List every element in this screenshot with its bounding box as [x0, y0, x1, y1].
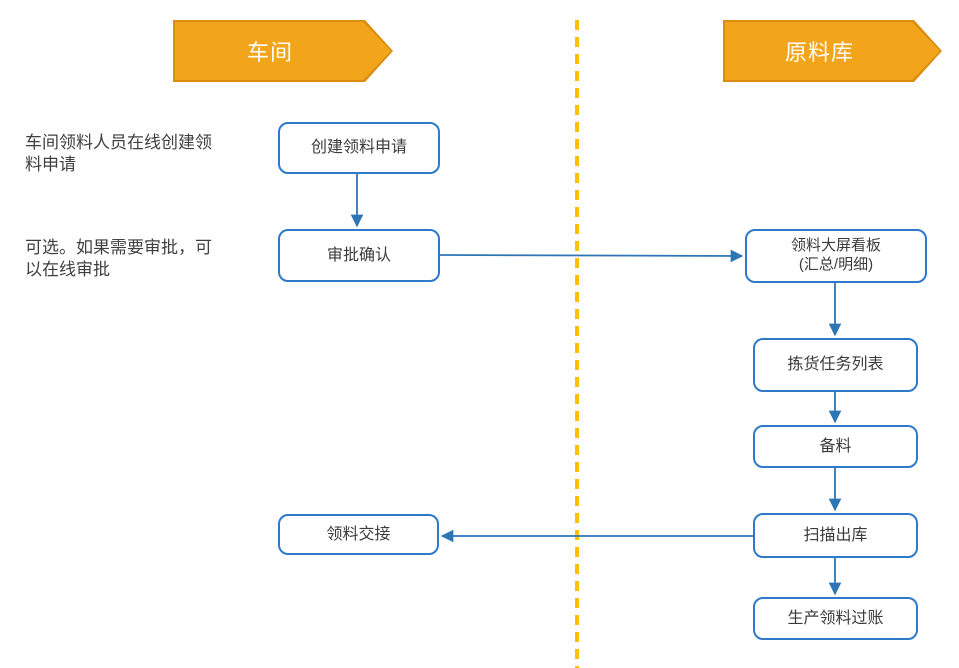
- lane-banner-raw-material-warehouse-label: 原料库: [784, 40, 854, 65]
- node-material-handover-label: 领料交接: [326, 525, 391, 543]
- node-production-posting: 生产领料过账: [753, 597, 918, 640]
- lane-banner-raw-material-warehouse: 原料库: [723, 20, 942, 82]
- node-dashboard: 领料大屏看板 (汇总/明细): [745, 229, 927, 283]
- node-scan-outbound-label: 扫描出库: [803, 526, 868, 544]
- lane-banner-workshop-label: 车间: [246, 40, 293, 65]
- node-create-request-label: 创建领料申请: [310, 139, 407, 156]
- annotation-create-request-line2: 料申请: [25, 155, 76, 174]
- node-material-prepare-label: 备料: [819, 437, 852, 455]
- node-dashboard-line1: 领料大屏看板: [790, 237, 881, 255]
- annotation-create-request-line1: 车间领料人员在线创建领: [25, 133, 212, 152]
- annotation-approval-optional-line2: 以在线审批: [25, 260, 110, 279]
- node-picking-task-list: 拣货任务列表: [753, 338, 918, 392]
- annotation-create-request: 车间领料人员在线创建领 料申请: [25, 132, 240, 176]
- annotation-approval-optional: 可选。如果需要审批，可 以在线审批: [25, 237, 240, 281]
- node-approval-confirm-label: 审批确认: [326, 246, 391, 264]
- arrow-approve-to-dashboard: [439, 249, 744, 263]
- annotation-approval-optional-line1: 可选。如果需要审批，可: [25, 238, 212, 257]
- node-create-request: 创建领料申请: [278, 122, 440, 174]
- node-material-handover: 领料交接: [278, 514, 439, 555]
- node-material-prepare: 备料: [753, 425, 918, 468]
- lane-banner-raw-material-warehouse-shape: 原料库: [725, 22, 940, 80]
- node-approval-confirm: 审批确认: [278, 229, 440, 282]
- lane-banner-workshop: 车间: [173, 20, 393, 82]
- node-dashboard-line2: (汇总/明细): [798, 256, 874, 273]
- lane-banner-workshop-shape: 车间: [175, 22, 391, 80]
- node-picking-task-list-label: 拣货任务列表: [787, 356, 884, 373]
- node-scan-outbound: 扫描出库: [753, 513, 918, 558]
- node-production-posting-label: 生产领料过账: [787, 609, 884, 627]
